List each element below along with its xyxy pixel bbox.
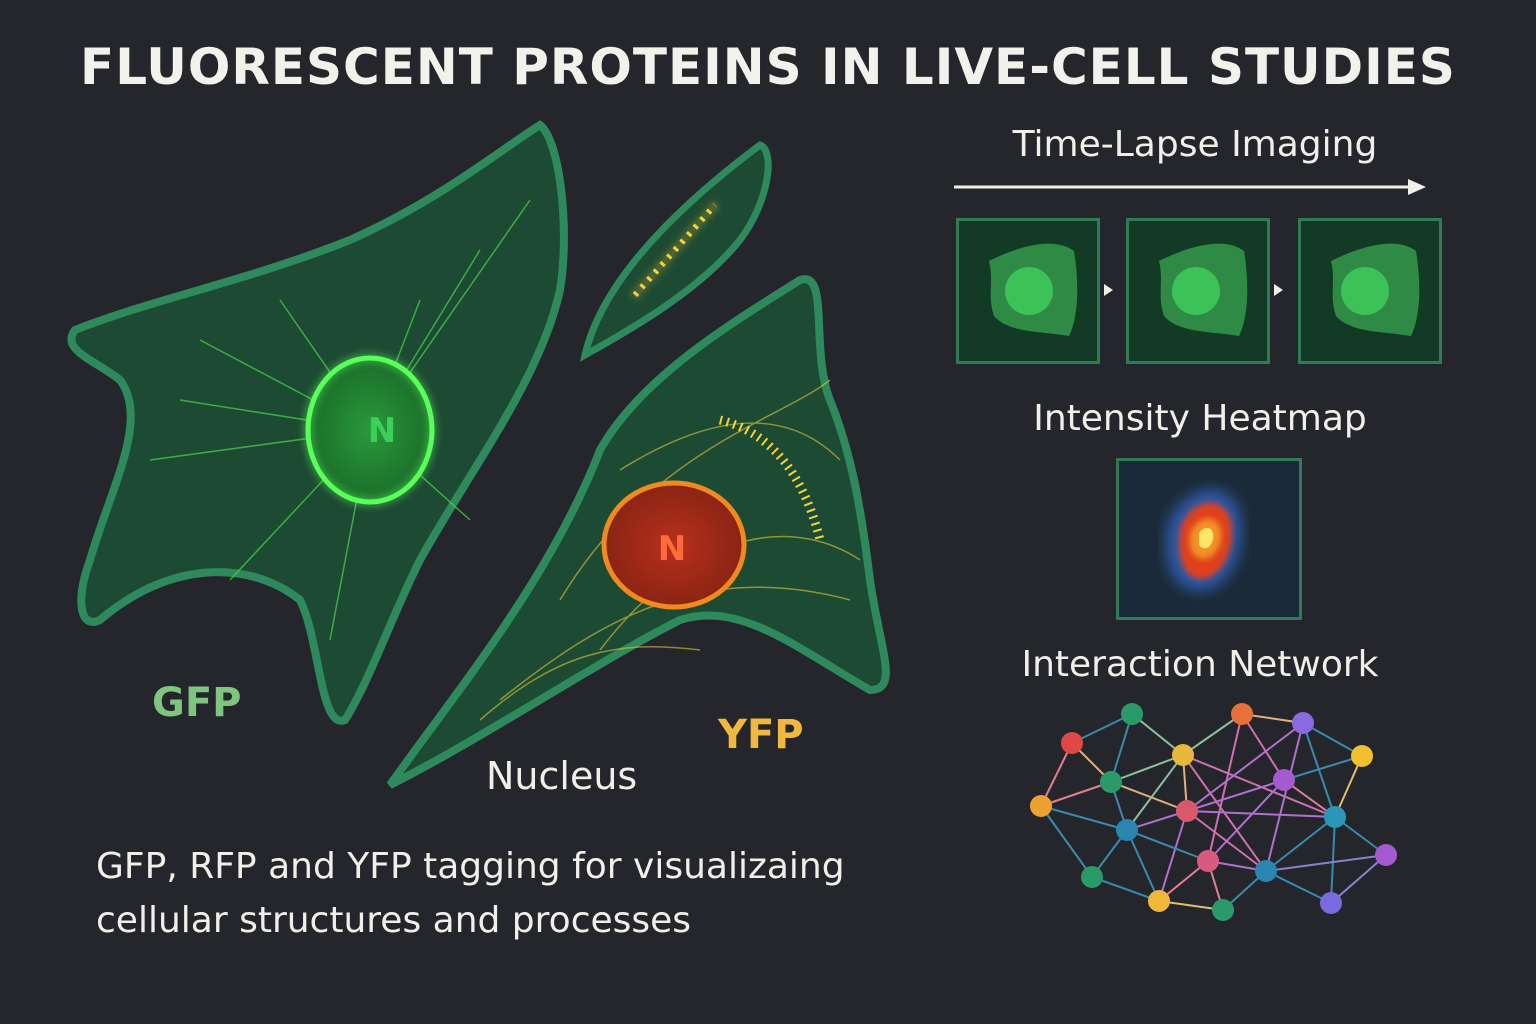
- rfp-nucleus-mark: N: [658, 529, 686, 569]
- network-edge: [1126, 810, 1188, 831]
- network-node: [1100, 771, 1122, 793]
- rfp-nucleus: [601, 480, 747, 610]
- network-edge: [1126, 829, 1160, 902]
- network-node: [1121, 703, 1143, 725]
- network-node: [1061, 732, 1083, 754]
- network-edge: [1182, 754, 1267, 872]
- network-edge: [1110, 713, 1133, 783]
- network-edge: [1207, 860, 1224, 911]
- network-edge: [1334, 755, 1363, 818]
- network-edge: [1186, 779, 1285, 812]
- network-edge: [1158, 860, 1209, 902]
- network-node: [1320, 892, 1342, 914]
- network-node: [1255, 860, 1277, 882]
- network-edge: [1158, 810, 1188, 902]
- network-node: [1324, 806, 1346, 828]
- network-edge: [1283, 779, 1336, 818]
- network-edge: [1071, 713, 1133, 744]
- network-node: [1351, 745, 1373, 767]
- network-edge: [1040, 781, 1112, 807]
- network-edge: [1265, 722, 1304, 872]
- network-node: [1172, 744, 1194, 766]
- network-edge: [1186, 810, 1336, 818]
- time-lapse-title: Time-Lapse Imaging: [1012, 124, 1378, 165]
- network-edge: [1040, 742, 1073, 807]
- network-node: [1030, 795, 1052, 817]
- network-edge: [1241, 713, 1285, 781]
- next-frame-arrow-icon: [1274, 284, 1283, 296]
- network-node: [1292, 712, 1314, 734]
- page-title: FLUORESCENT PROTEINS IN LIVE-CELL STUDIE…: [80, 38, 1456, 96]
- next-frame-arrow-icon: [1104, 284, 1113, 296]
- network-node: [1116, 819, 1138, 841]
- yfp-coil: [718, 415, 825, 542]
- network-edge: [1207, 713, 1243, 862]
- gfp-nucleus-mark: N: [368, 411, 396, 451]
- network-edge: [1091, 829, 1128, 878]
- network-edge: [1330, 854, 1387, 904]
- network-edge: [1110, 754, 1184, 783]
- network-title: Interaction Network: [1021, 644, 1379, 685]
- network-node: [1148, 890, 1170, 912]
- caption: GFP, RFP and YFP tagging for visualizain…: [96, 840, 845, 948]
- network-node: [1176, 800, 1198, 822]
- chromosomes: [632, 203, 718, 297]
- network-edge: [1110, 781, 1128, 831]
- network-edge: [1040, 805, 1128, 831]
- time-lapse-frame: [956, 218, 1100, 364]
- caption-line-1: GFP, RFP and YFP tagging for visualizain…: [96, 846, 845, 887]
- caption-line-2: cellular structures and processes: [96, 900, 692, 941]
- intensity-heatmap: [1116, 458, 1302, 620]
- network-edge: [1302, 722, 1363, 757]
- network-edge: [1182, 713, 1243, 756]
- network-edge: [1158, 900, 1224, 911]
- network-node: [1231, 703, 1253, 725]
- network-edge: [1110, 781, 1188, 812]
- network-edge: [1182, 754, 1188, 812]
- network-edge: [1131, 713, 1184, 756]
- network-edge: [1265, 854, 1387, 872]
- network-node: [1081, 866, 1103, 888]
- network-edge: [1186, 722, 1304, 812]
- nucleus-label: Nucleus: [486, 754, 638, 798]
- network-edge: [1040, 805, 1093, 878]
- network-edge: [1265, 870, 1332, 904]
- heatmap-blob: [1165, 489, 1242, 591]
- network-edge: [1071, 742, 1112, 783]
- network-edge: [1182, 754, 1336, 818]
- network-edge: [1186, 810, 1267, 872]
- network-node: [1375, 844, 1397, 866]
- network-edge: [1207, 860, 1267, 872]
- network-edge: [1207, 779, 1285, 862]
- network-node: [1273, 769, 1295, 791]
- gfp-label: GFP: [152, 680, 242, 726]
- network-edge: [1283, 755, 1363, 781]
- network-edge: [1330, 816, 1336, 904]
- gfp-nucleus-glow: [304, 354, 436, 506]
- network-edge: [1126, 829, 1209, 862]
- network-edge: [1302, 722, 1336, 818]
- time-arrow-icon: [954, 179, 1426, 195]
- network-edge: [1265, 816, 1336, 872]
- time-lapse-frame: [1298, 218, 1442, 364]
- cells-illustration: N N: [67, 120, 890, 789]
- network-edge: [1091, 876, 1160, 902]
- network-node: [1197, 850, 1219, 872]
- network-node: [1212, 899, 1234, 921]
- heatmap-title: Intensity Heatmap: [1033, 398, 1367, 439]
- network-edge: [1126, 754, 1184, 831]
- time-lapse-frame: [1126, 218, 1270, 364]
- network-edge: [1222, 870, 1267, 911]
- network-edge: [1241, 713, 1304, 724]
- yfp-label: YFP: [718, 712, 804, 758]
- network-edge: [1334, 816, 1387, 856]
